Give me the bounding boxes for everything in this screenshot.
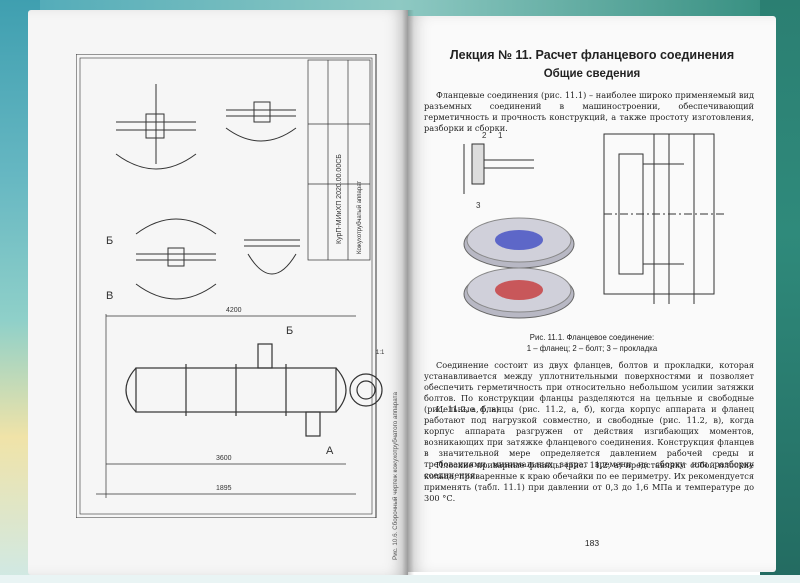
flange-3d-red — [463, 267, 575, 319]
flange-figure: 2 1 3 — [463, 131, 724, 319]
section-subtitle: Общие сведения — [543, 68, 641, 80]
book-gutter — [402, 10, 414, 575]
dim-1895: 4200 — [226, 307, 242, 314]
left-page — [28, 10, 408, 575]
right-page-content: Лекция № 11. Расчет фланцевого соединени… — [408, 16, 776, 572]
nozzle-detail-right — [244, 239, 300, 275]
dim-3600: 3600 — [216, 455, 232, 462]
paragraph-flat-flanges: Плоские приварные фланцы (рис. 11.2, а) … — [424, 460, 754, 503]
drawing-frame — [76, 54, 377, 518]
fig-label-3: 3 — [476, 201, 481, 210]
vessel-body — [125, 343, 383, 437]
flange-detail-top-right — [225, 101, 297, 142]
book-cover-bottom — [0, 575, 800, 583]
figure-caption-line2: 1 – фланец; 2 – болт; 3 – прокладка — [526, 344, 658, 353]
dim-label-b1: Б — [106, 235, 113, 247]
drawing-caption: Рис. 10.6. Сборочный чертеж кожухотрубча… — [392, 392, 399, 560]
page-number: 183 — [584, 538, 600, 548]
dim-label-v: В — [106, 290, 113, 302]
title-block-code: КурП-МИиХП 2020.00.00СБ — [336, 154, 343, 244]
flange-3d-blue — [463, 217, 575, 269]
figure-caption-line1: Рис. 11.1. Фланцевое соединение: — [529, 333, 655, 342]
fig-label-2: 2 — [482, 131, 487, 140]
nozzle-detail-left — [135, 218, 217, 300]
dimension-lines — [96, 314, 356, 498]
paragraph-structure: Соединение состоит из двух фланцев, болт… — [424, 360, 754, 414]
dim-4200: 1895 — [216, 485, 232, 492]
title-block-name: Кожухотрубчатый аппарат — [356, 181, 363, 254]
flange-section-sketch — [463, 143, 534, 194]
flange-technical-drawing — [603, 133, 724, 304]
title-block — [307, 59, 371, 261]
flange-detail-top-left — [115, 84, 197, 170]
lecture-title: Лекция № 11. Расчет фланцевого соединени… — [449, 48, 735, 62]
dim-scale: 1:1 — [376, 350, 385, 356]
dim-label-b2: Б — [286, 325, 293, 337]
fig-label-1: 1 — [498, 131, 503, 140]
assembly-drawing: КурП-МИиХП 2020.00.00СБ Кожухотрубчатый … — [76, 54, 385, 518]
paragraph-intro: Фланцевые соединения (рис. 11.1) – наибо… — [424, 90, 754, 133]
paragraph-types: Цельные фланцы (рис. 11.2, а, б), когда … — [424, 404, 754, 480]
dim-label-a: А — [326, 445, 334, 457]
figure-caption: Рис. 11.1. Фланцевое соединение: 1 – фла… — [408, 332, 776, 354]
